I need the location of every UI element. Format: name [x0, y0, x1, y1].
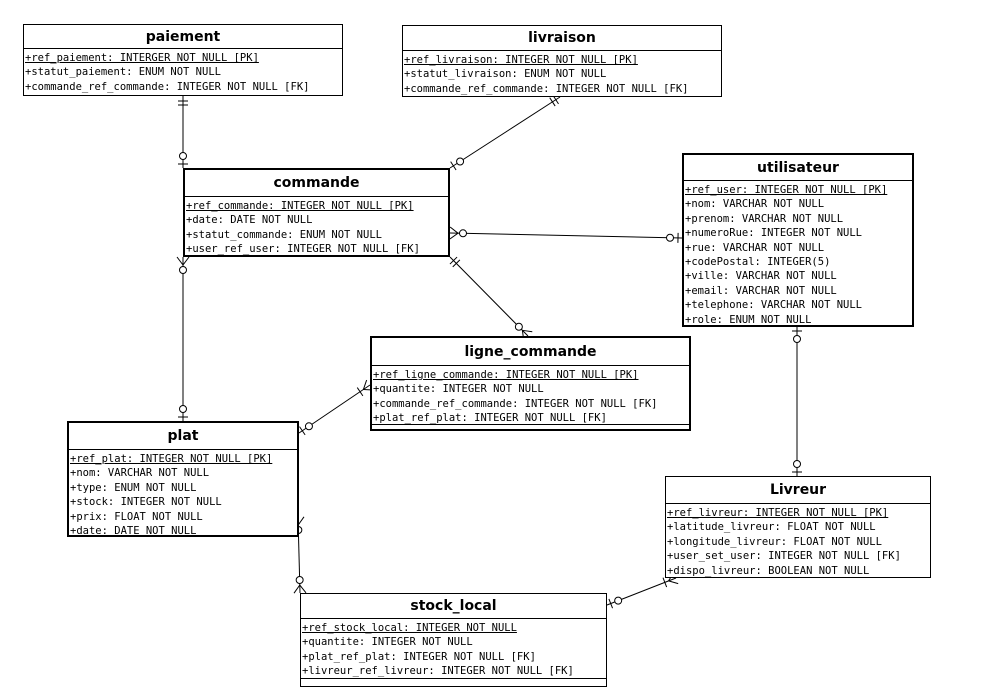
attribute-row: +ref_livraison: INTEGER NOT NULL [PK]	[404, 54, 638, 66]
cardinality-circle	[793, 335, 801, 343]
entity-title: plat	[69, 423, 297, 450]
cardinality-bar	[299, 426, 306, 436]
cardinality-circle	[179, 405, 187, 413]
cardinality-bar	[356, 387, 364, 397]
attribute-row: +ville: VARCHAR NOT NULL	[685, 270, 837, 283]
attribute-row: +statut_commande: ENUM NOT NULL	[186, 228, 382, 241]
cardinality-bar	[608, 598, 614, 609]
attribute-row: +statut_livraison: ENUM NOT NULL	[404, 68, 607, 81]
crows-foot	[182, 256, 190, 266]
entity-commande[interactable]: commande +ref_commande: INTEGER NOT NULL…	[183, 168, 450, 257]
attribute-row: +stock: INTEGER NOT NULL	[70, 496, 222, 509]
attribute-row: +ref_stock_local: INTEGER NOT NULL	[302, 622, 517, 634]
entity-methods-divider	[372, 424, 689, 425]
attribute-row: +numeroRue: INTEGER NOT NULL	[685, 227, 863, 240]
cardinality-bar	[449, 256, 458, 265]
attribute-row: +ref_user: INTEGER NOT NULL [PK]	[685, 184, 888, 196]
attribute-row: +latitude_livreur: FLOAT NOT NULL	[667, 521, 876, 534]
entity-title: Livreur	[666, 477, 930, 504]
attribute-row: +type: ENUM NOT NULL	[70, 481, 197, 494]
attribute-row: +quantite: INTEGER NOT NULL	[373, 383, 544, 396]
cardinality-circle	[614, 596, 623, 605]
cardinality-circle	[179, 152, 187, 160]
attribute-row: +codePostal: INTEGER(5)	[685, 256, 831, 269]
cardinality-bar	[450, 161, 457, 171]
attribute-list: +ref_ligne_commande: INTEGER NOT NULL [P…	[372, 366, 689, 426]
attribute-row: +commande_ref_commande: INTEGER NOT NULL…	[25, 80, 310, 93]
crows-foot	[176, 256, 184, 266]
crows-foot	[449, 232, 459, 240]
attribute-row: +prenom: VARCHAR NOT NULL	[685, 212, 844, 225]
attribute-row: +ref_ligne_commande: INTEGER NOT NULL [P…	[373, 369, 639, 381]
cardinality-circle	[456, 157, 465, 166]
crows-foot	[449, 226, 459, 234]
attribute-row: +plat_ref_plat: INTEGER NOT NULL [FK]	[373, 412, 607, 425]
cardinality-bar	[452, 259, 461, 268]
attribute-list: +ref_user: INTEGER NOT NULL [PK] +nom: VA…	[684, 181, 912, 327]
relationship-line	[449, 256, 529, 337]
entity-title: commande	[185, 170, 448, 197]
attribute-row: +telephone: VARCHAR NOT NULL	[685, 299, 863, 312]
entity-title: utilisateur	[684, 155, 912, 181]
crows-foot	[299, 584, 307, 594]
entity-paiement[interactable]: paiement +ref_paiement: INTERGER NOT NUL…	[23, 24, 343, 96]
crows-foot	[522, 329, 533, 333]
attribute-row: +commande_ref_commande: INTEGER NOT NULL…	[404, 82, 689, 95]
attribute-row: +date: DATE NOT NULL	[186, 214, 313, 227]
cardinality-circle	[458, 229, 467, 238]
crows-foot	[293, 584, 301, 594]
crows-foot	[297, 516, 305, 526]
attribute-row: +rue: VARCHAR NOT NULL	[685, 241, 825, 254]
attribute-list: +ref_plat: INTEGER NOT NULL [PK] +nom: VA…	[69, 450, 297, 538]
attribute-row: +livreur_ref_livreur: INTEGER NOT NULL […	[302, 665, 574, 678]
attribute-row: +commande_ref_commande: INTEGER NOT NULL…	[373, 397, 658, 410]
entity-methods-divider	[301, 678, 606, 679]
attribute-row: +email: VARCHAR NOT NULL	[685, 284, 837, 297]
attribute-row: +ref_commande: INTEGER NOT NULL [PK]	[186, 200, 414, 212]
attribute-row: +prix: FLOAT NOT NULL	[70, 510, 203, 523]
cardinality-circle	[295, 576, 304, 585]
attribute-row: +statut_paiement: ENUM NOT NULL	[25, 66, 221, 79]
entity-ligne-commande[interactable]: ligne_commande +ref_ligne_commande: INTE…	[370, 336, 691, 431]
attribute-row: +nom: VARCHAR NOT NULL	[70, 467, 210, 480]
attribute-row: +nom: VARCHAR NOT NULL	[685, 198, 825, 211]
relationship-line	[449, 96, 561, 169]
attribute-list: +ref_commande: INTEGER NOT NULL [PK] +dat…	[185, 197, 448, 257]
entity-livreur[interactable]: Livreur +ref_livreur: INTEGER NOT NULL […	[665, 476, 931, 578]
attribute-list: +ref_livreur: INTEGER NOT NULL [PK] +lati…	[666, 504, 930, 578]
entity-title: ligne_commande	[372, 338, 689, 366]
cardinality-circle	[514, 322, 523, 331]
relationship-line	[449, 232, 683, 239]
attribute-row: +user_set_user: INTEGER NOT NULL [FK]	[667, 550, 901, 563]
attribute-row: +longitude_livreur: FLOAT NOT NULL	[667, 535, 882, 548]
attribute-row: +quantite: INTEGER NOT NULL	[302, 636, 473, 649]
cardinality-circle	[179, 266, 187, 274]
attribute-row: +user_ref_user: INTEGER NOT NULL [FK]	[186, 243, 420, 256]
attribute-row: +ref_paiement: INTERGER NOT NULL [PK]	[25, 52, 259, 64]
entity-plat[interactable]: plat +ref_plat: INTEGER NOT NULL [PK] +no…	[67, 421, 299, 537]
attribute-list: +ref_stock_local: INTEGER NOT NULL +quant…	[301, 619, 606, 679]
entity-title: stock_local	[301, 594, 606, 619]
entity-title: paiement	[24, 25, 342, 49]
entity-stock-local[interactable]: stock_local +ref_stock_local: INTEGER NO…	[300, 593, 607, 687]
crows-foot	[362, 379, 368, 390]
cardinality-circle	[304, 422, 313, 431]
attribute-row: +ref_livreur: INTEGER NOT NULL [PK]	[667, 507, 889, 519]
entity-title: livraison	[403, 26, 721, 51]
entity-livraison[interactable]: livraison +ref_livraison: INTEGER NOT NU…	[402, 25, 722, 97]
attribute-row: +dispo_livreur: BOOLEAN NOT NULL	[667, 564, 870, 577]
attribute-row: +ref_plat: INTEGER NOT NULL [PK]	[70, 453, 273, 465]
crows-foot	[668, 580, 679, 585]
cardinality-circle	[793, 460, 801, 468]
attribute-row: +plat_ref_plat: INTEGER NOT NULL [FK]	[302, 650, 536, 663]
cardinality-bar	[662, 577, 668, 588]
cardinality-bar	[549, 97, 556, 107]
entity-utilisateur[interactable]: utilisateur +ref_user: INTEGER NOT NULL …	[682, 153, 914, 327]
cardinality-circle	[666, 233, 675, 242]
attribute-row: +date: DATE NOT NULL	[70, 525, 197, 538]
attribute-list: +ref_paiement: INTERGER NOT NULL [PK] +st…	[24, 49, 342, 94]
attribute-row: +role: ENUM NOT NULL	[685, 313, 812, 326]
attribute-list: +ref_livraison: INTEGER NOT NULL [PK] +st…	[403, 51, 721, 96]
